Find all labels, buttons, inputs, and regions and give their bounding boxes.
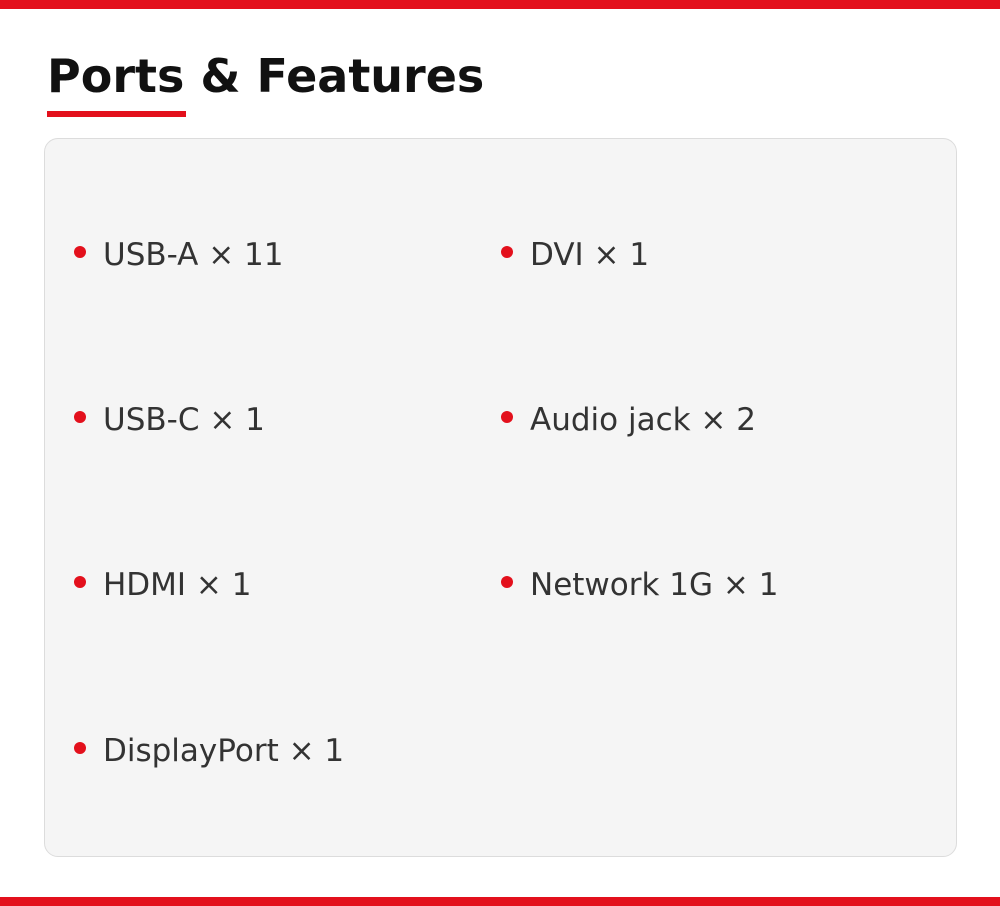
feature-label: Audio jack × 2 <box>530 402 756 438</box>
feature-label: DisplayPort × 1 <box>103 733 345 769</box>
bullet-icon <box>74 576 86 588</box>
feature-item: DVI × 1 <box>501 235 649 275</box>
feature-label: Network 1G × 1 <box>530 567 779 603</box>
bullet-icon <box>501 246 513 258</box>
top-accent-bar <box>0 0 1000 9</box>
bottom-accent-bar <box>0 897 1000 906</box>
feature-item: DisplayPort × 1 <box>74 731 344 771</box>
bullet-icon <box>74 246 86 258</box>
page-title: Ports & Features <box>47 49 485 103</box>
features-card: USB-A × 11 USB-C × 1 HDMI × 1 DisplayPor… <box>44 138 957 857</box>
feature-item: HDMI × 1 <box>74 565 251 605</box>
bullet-icon <box>501 576 513 588</box>
feature-label: HDMI × 1 <box>103 567 252 603</box>
feature-item: USB-C × 1 <box>74 400 265 440</box>
feature-label: USB-C × 1 <box>103 402 265 438</box>
feature-label: USB-A × 11 <box>103 237 284 273</box>
feature-label: DVI × 1 <box>530 237 650 273</box>
feature-item: Audio jack × 2 <box>501 400 756 440</box>
bullet-icon <box>74 411 86 423</box>
feature-item: Network 1G × 1 <box>501 565 778 605</box>
feature-item: USB-A × 11 <box>74 235 283 275</box>
bullet-icon <box>74 742 86 754</box>
title-underline <box>47 111 186 117</box>
bullet-icon <box>501 411 513 423</box>
